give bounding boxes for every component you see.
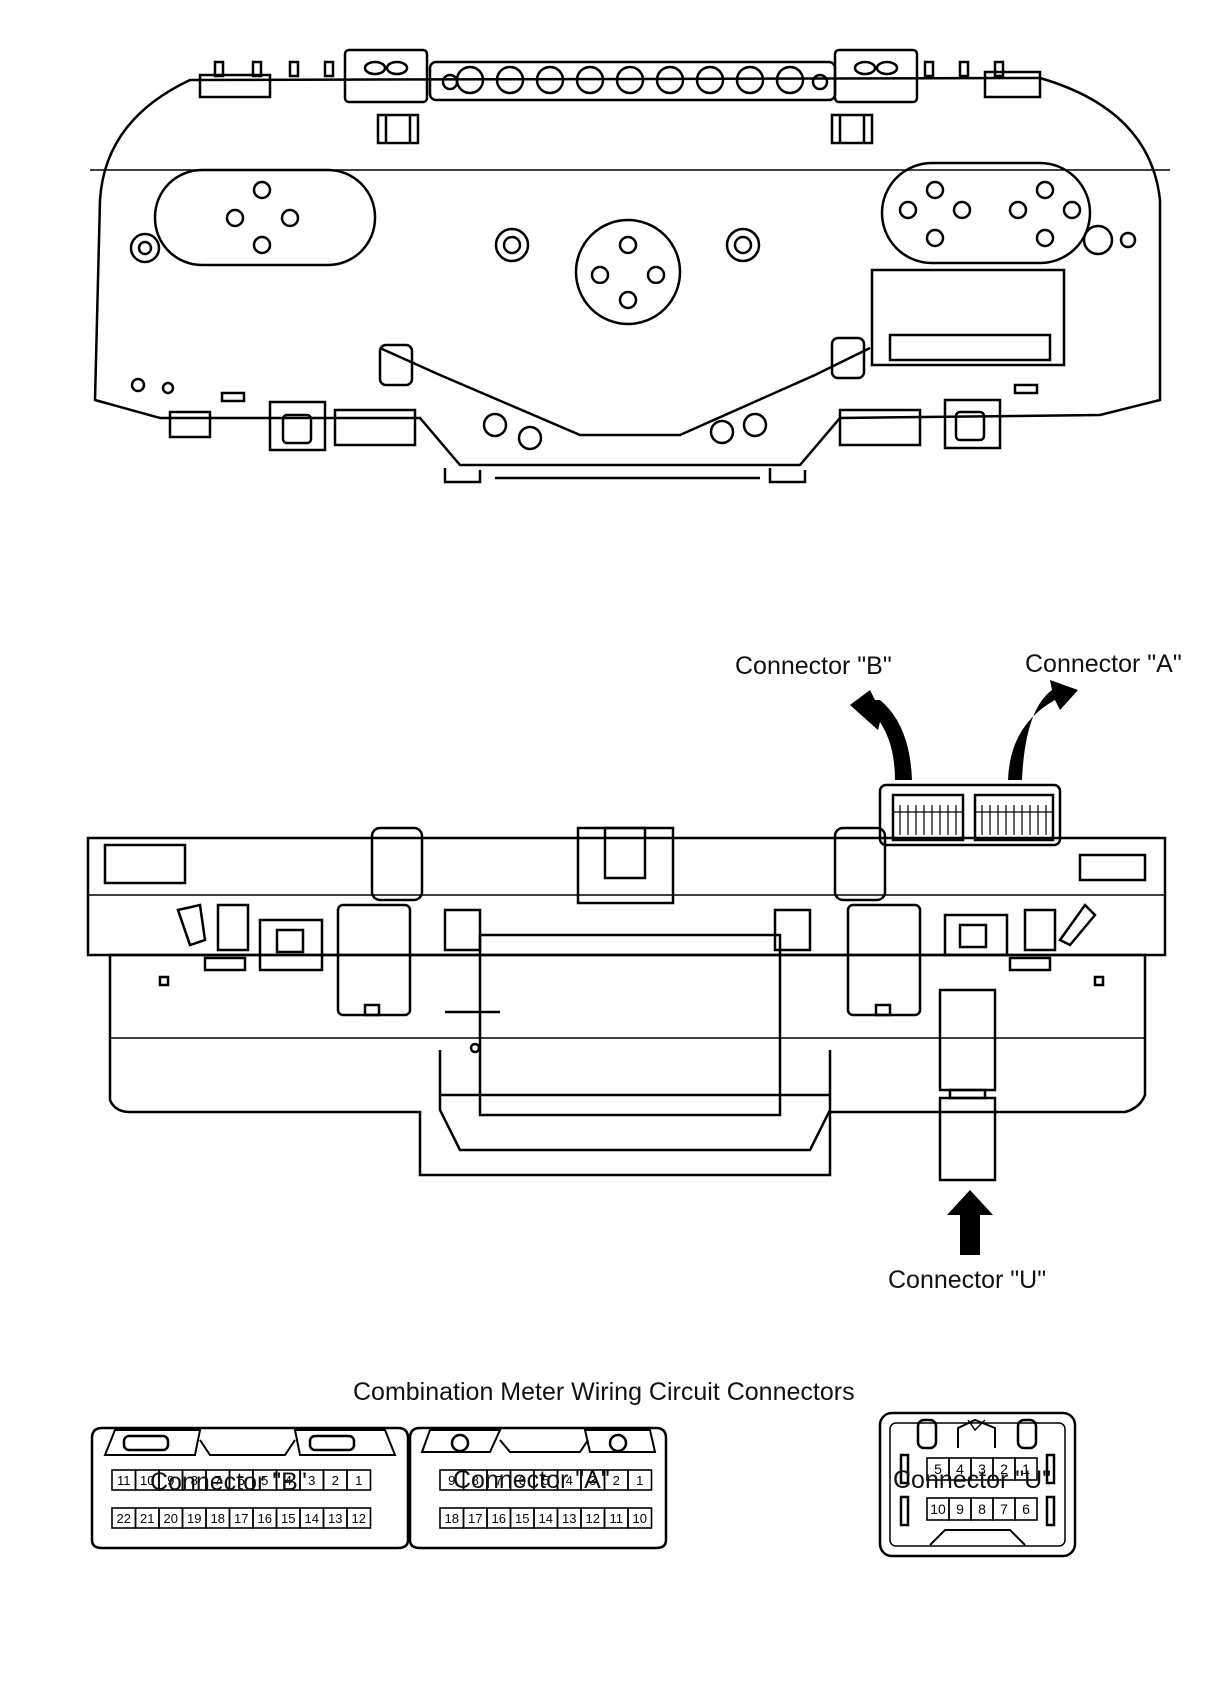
connector-b-pin-cell bbox=[346, 1469, 372, 1491]
connector-u-pin-number: 7 bbox=[1000, 1501, 1008, 1517]
connector-a-pin-number: 14 bbox=[539, 1511, 553, 1526]
connector-b-pin-number: 15 bbox=[281, 1511, 295, 1526]
connector-a-pin-number: 12 bbox=[586, 1511, 600, 1526]
connector-b-pin-number: 19 bbox=[187, 1511, 201, 1526]
connector-a-pin-cell bbox=[627, 1469, 653, 1491]
connector-u-pin-number: 6 bbox=[1022, 1501, 1030, 1517]
connector-u-pin-number: 8 bbox=[978, 1501, 986, 1517]
connector-b-pin-cell bbox=[346, 1507, 372, 1529]
connector-u-pin-number: 4 bbox=[956, 1461, 964, 1477]
connector-a-pin-number: 10 bbox=[633, 1511, 647, 1526]
connector-u-pinout bbox=[878, 1411, 1077, 1558]
connector-b-pin-number: 6 bbox=[238, 1473, 245, 1488]
connector-b-pin-number: 16 bbox=[258, 1511, 272, 1526]
connector-a-pin-number: 13 bbox=[562, 1511, 576, 1526]
connector-b-pin-number: 21 bbox=[140, 1511, 154, 1526]
connector-a-pin-number: 3 bbox=[589, 1473, 596, 1488]
connector-u-pin-number: 9 bbox=[956, 1501, 964, 1517]
connector-u-pin-number: 5 bbox=[934, 1461, 942, 1477]
connector-u-pin-number: 2 bbox=[1000, 1461, 1008, 1477]
connector-b-pin-number: 13 bbox=[328, 1511, 342, 1526]
side-label-connector-a: Connector "A" bbox=[1025, 650, 1182, 678]
pinout-label-connector-b: Connector "B" bbox=[150, 1468, 307, 1496]
connector-b-pin-number: 17 bbox=[234, 1511, 248, 1526]
connector-u-pin-number: 1 bbox=[1022, 1461, 1030, 1477]
connector-a-pin-number: 18 bbox=[445, 1511, 459, 1526]
connector-b-pin-number: 18 bbox=[211, 1511, 225, 1526]
connector-b-pin-number: 4 bbox=[285, 1473, 292, 1488]
side-label-connector-u: Connector "U" bbox=[888, 1266, 1047, 1294]
connector-a-pin-number: 15 bbox=[515, 1511, 529, 1526]
connector-b-pinout bbox=[90, 1426, 410, 1550]
connector-a-pinout bbox=[408, 1426, 668, 1550]
connector-b-pin-number: 5 bbox=[261, 1473, 268, 1488]
connector-b-pin-number: 2 bbox=[332, 1473, 339, 1488]
connector-a-pin-number: 5 bbox=[542, 1473, 549, 1488]
connector-b-pin-number: 9 bbox=[167, 1473, 174, 1488]
connector-a-pins: 9 8 7 6 5 4 3 2 1 18 17 16 15 14 13 12 11 10 bbox=[439, 1469, 653, 1529]
meter-rear-view bbox=[90, 48, 1170, 484]
connector-a-pin-number: 17 bbox=[468, 1511, 482, 1526]
pinout-label-connector-a: Connector "A" bbox=[453, 1466, 610, 1494]
connector-b-pin-number: 14 bbox=[305, 1511, 319, 1526]
connector-u-pin-cell bbox=[1014, 1497, 1038, 1521]
section-title: Combination Meter Wiring Circuit Connect… bbox=[353, 1378, 855, 1406]
connector-b-pin-number: 8 bbox=[191, 1473, 198, 1488]
connector-b-pin-number: 11 bbox=[117, 1473, 131, 1488]
connector-b-pin-number: 10 bbox=[140, 1473, 154, 1488]
connector-a-pin-number: 8 bbox=[472, 1473, 479, 1488]
connector-b-pin-number: 7 bbox=[214, 1473, 221, 1488]
connector-u-pin-number: 10 bbox=[930, 1501, 946, 1517]
side-label-connector-b: Connector "B" bbox=[735, 652, 892, 680]
connector-a-pin-number: 2 bbox=[613, 1473, 620, 1488]
connector-a-pin-number: 4 bbox=[566, 1473, 573, 1488]
connector-a-pin-number: 1 bbox=[636, 1473, 643, 1488]
connector-a-pin-number: 7 bbox=[495, 1473, 502, 1488]
connector-a-pin-number: 6 bbox=[519, 1473, 526, 1488]
connector-a-pin-number: 9 bbox=[448, 1473, 455, 1488]
connector-b-pin-number: 20 bbox=[164, 1511, 178, 1526]
connector-b-pin-number: 3 bbox=[308, 1473, 315, 1488]
connector-b-pin-number: 22 bbox=[117, 1511, 131, 1526]
pinout-label-connector-u: Connector "U" bbox=[893, 1466, 1052, 1494]
connector-b-pin-number: 1 bbox=[355, 1473, 362, 1488]
connector-u-pin-cell bbox=[1014, 1457, 1038, 1481]
connector-a-pin-number: 16 bbox=[492, 1511, 506, 1526]
connector-a-pin-number: 11 bbox=[610, 1511, 624, 1526]
connector-u-pin-number: 3 bbox=[978, 1461, 986, 1477]
meter-side-view bbox=[86, 680, 1167, 1255]
connector-a-pin-cell bbox=[627, 1507, 653, 1529]
connector-b-pin-number: 12 bbox=[352, 1511, 366, 1526]
